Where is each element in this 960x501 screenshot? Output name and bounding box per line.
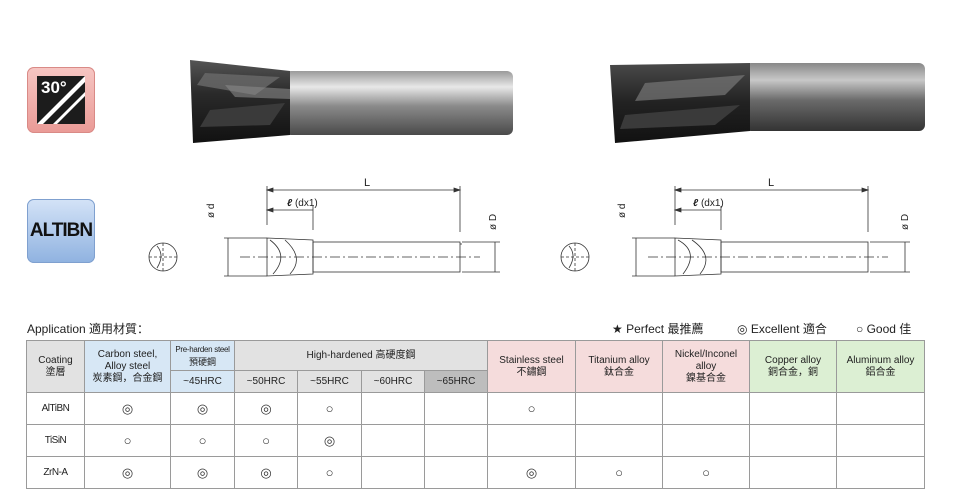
table-row: TiSiN ○ ○ ○ ◎ bbox=[26, 424, 925, 457]
table-row: AlTiBN ◎ ◎ ◎ ○ ○ bbox=[26, 392, 925, 425]
shank-dia-label-right: ø D bbox=[900, 213, 911, 230]
row-label: AlTiBN bbox=[26, 392, 85, 425]
header-aluminum: Aluminum alloy 鋁合金 bbox=[836, 340, 925, 393]
legend-perfect: ★ Perfect 最推薦 bbox=[612, 322, 704, 336]
star-icon: ★ bbox=[612, 322, 623, 336]
double-circle-icon: ◎ bbox=[737, 322, 748, 336]
coating-badge-label: ALTIBN bbox=[29, 220, 93, 241]
header-preharden-steel: Pre-harden steel 預硬鋼 bbox=[170, 340, 235, 371]
cut-length-label-right: ℓ (dx1) bbox=[693, 198, 724, 209]
header-hrc-55: ~55HRC bbox=[297, 370, 362, 393]
length-label-right: L bbox=[768, 177, 775, 189]
technical-drawing-left bbox=[148, 186, 500, 277]
row-label: ZrN-A bbox=[26, 456, 85, 489]
end-mill-photo-right bbox=[610, 63, 925, 143]
application-table: Coating 塗層 Carbon steel, Alloy steel 炭素鋼… bbox=[26, 340, 925, 489]
header-high-hardened: High-hardened 高硬度鋼 bbox=[234, 340, 488, 371]
header-nickel: Nickel/Inconel alloy 鎳基合金 bbox=[662, 340, 750, 393]
cut-length-text: (dx1) bbox=[700, 198, 724, 209]
row-label: TiSiN bbox=[26, 424, 85, 457]
header-hrc-60: ~60HRC bbox=[361, 370, 425, 393]
header-copper: Copper alloy 銅合金，銅 bbox=[749, 340, 837, 393]
angle-badge: 30° bbox=[27, 67, 95, 133]
coating-badge: ALTIBN bbox=[27, 199, 95, 263]
header-carbon-steel: Carbon steel, Alloy steel 炭素鋼，合金鋼 bbox=[84, 340, 171, 393]
circle-icon: ○ bbox=[856, 322, 864, 336]
cut-dia-label-right: ø d bbox=[617, 203, 628, 218]
table-row: ZrN-A ◎ ◎ ◎ ○ ◎ ○ ○ bbox=[26, 456, 925, 489]
technical-drawing-right bbox=[560, 186, 910, 277]
cut-length-label-left: ℓ (dx1) bbox=[287, 198, 318, 209]
header-coating: Coating 塗層 bbox=[26, 340, 85, 393]
length-label-left: L bbox=[364, 177, 371, 189]
angle-icon: 30° bbox=[37, 76, 85, 124]
header-hrc-50: ~50HRC bbox=[234, 370, 298, 393]
angle-label: 30° bbox=[41, 78, 67, 97]
cut-dia-label-left: ø d bbox=[206, 203, 217, 218]
legend-excellent: ◎ Excellent 適合 bbox=[737, 322, 827, 336]
header-titanium: Titanium alloy 鈦合金 bbox=[575, 340, 663, 393]
cut-length-text: (dx1) bbox=[294, 198, 318, 209]
legend-good: ○ Good 佳 bbox=[856, 322, 912, 336]
header-hrc-45: ~45HRC bbox=[170, 370, 235, 393]
application-title: Application 適用材質： bbox=[27, 322, 150, 336]
shank-dia-label-left: ø D bbox=[488, 213, 499, 230]
header-stainless: Stainless steel 不鏽鋼 bbox=[487, 340, 576, 393]
end-mill-photo-left bbox=[190, 60, 513, 143]
header-hrc-65: ~65HRC bbox=[424, 370, 488, 393]
